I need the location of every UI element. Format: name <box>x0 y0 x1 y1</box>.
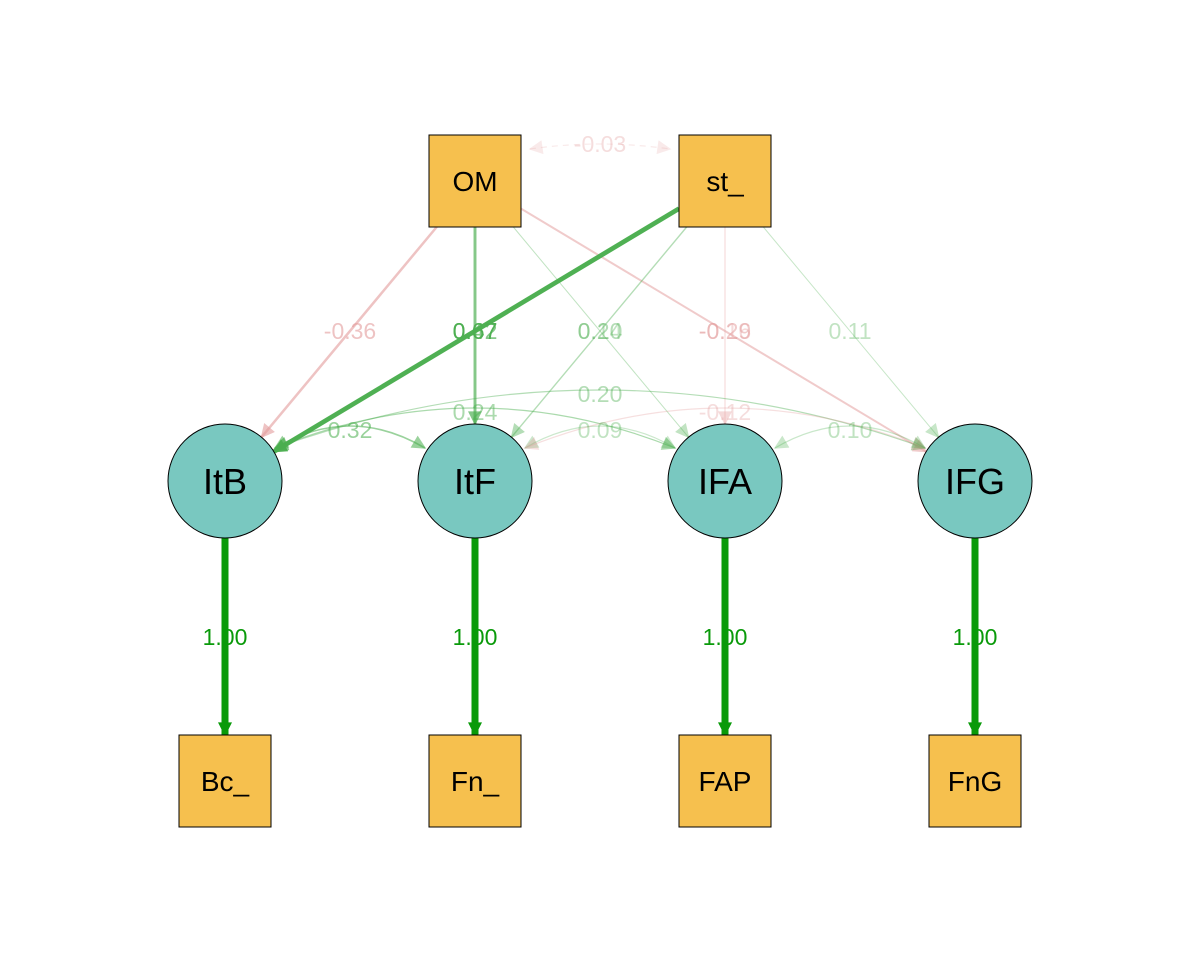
edge-label-st_ifg: 0.11 <box>828 318 871 344</box>
edge-labels-layer: -0.36 0.42 0.14 -0.29 0.67 0.20 -0.16 0.11 1.00 1… <box>203 131 998 650</box>
edge-label-itb_itf: 0.32 <box>328 417 373 443</box>
edge-label-om_itb: -0.36 <box>324 318 376 344</box>
node-fap-box <box>678 734 772 828</box>
node-ifg-circle <box>917 423 1033 539</box>
edges-layer <box>218 140 982 739</box>
node-fn[interactable]: Fn_ <box>428 734 522 828</box>
edge-label-ifg_fng: 1.00 <box>953 624 998 650</box>
node-fng-label: FnG <box>948 766 1002 797</box>
edge-label-itf_fn: 1.00 <box>453 624 498 650</box>
node-bc-box <box>178 734 272 828</box>
edge-label-itb_ifa: 0.24 <box>453 399 498 425</box>
node-fap[interactable]: FAP <box>678 734 772 828</box>
nodes-layer: OM st_ ItB ItF IFA IFG Bc_ <box>167 134 1033 828</box>
edge-label-om_ifa: 0.14 <box>578 318 623 344</box>
edge-st_ifg <box>762 226 940 439</box>
node-om-box <box>428 134 522 228</box>
node-itf-circle <box>417 423 533 539</box>
node-fng[interactable]: FnG <box>928 734 1022 828</box>
node-st[interactable]: st_ <box>678 134 772 228</box>
edge-label-ifa_fap: 1.00 <box>703 624 748 650</box>
edge-label-st_itb: 0.67 <box>453 318 498 344</box>
node-om-label: OM <box>452 166 497 197</box>
edge-label-om_st: -0.03 <box>574 131 626 157</box>
edge-itb_ifg <box>273 389 927 451</box>
edge-label-itf_ifg: -0.12 <box>699 399 751 425</box>
edge-st_itb <box>272 206 681 454</box>
node-fap-label: FAP <box>699 766 752 797</box>
node-fn-label: Fn_ <box>451 766 500 797</box>
node-itf-label: ItF <box>454 461 496 502</box>
node-st-label: st_ <box>706 166 744 197</box>
edge-label-itb_bc: 1.00 <box>203 624 248 650</box>
node-itb-circle <box>167 423 283 539</box>
edge-om_itb <box>260 226 438 439</box>
node-st-box <box>678 134 772 228</box>
node-fng-box <box>928 734 1022 828</box>
edge-ifa_ifg <box>773 425 927 449</box>
edge-label-st_itf: 0.20 <box>578 318 623 344</box>
edge-label-itb_ifg: 0.20 <box>578 381 623 407</box>
node-ifa-label: IFA <box>698 461 752 502</box>
edge-itb_ifa <box>273 407 677 450</box>
edge-itf_ifg <box>523 407 927 450</box>
edge-label-st_ifa: -0.16 <box>699 318 751 344</box>
node-bc-label: Bc_ <box>201 766 250 797</box>
node-ifa[interactable]: IFA <box>667 423 783 539</box>
node-itb-label: ItB <box>203 461 247 502</box>
node-ifa-circle <box>667 423 783 539</box>
node-ifg-label: IFG <box>945 461 1005 502</box>
edge-label-om_itf: 0.42 <box>453 318 498 344</box>
node-itb[interactable]: ItB <box>167 423 283 539</box>
node-bc[interactable]: Bc_ <box>178 734 272 828</box>
edge-om_ifa <box>512 226 690 439</box>
edge-label-ifa_ifg: 0.10 <box>828 417 873 443</box>
edge-label-om_ifg: -0.29 <box>699 318 751 344</box>
node-ifg[interactable]: IFG <box>917 423 1033 539</box>
node-fn-box <box>428 734 522 828</box>
node-itf[interactable]: ItF <box>417 423 533 539</box>
edge-om_st <box>528 140 672 155</box>
edge-om_ifg <box>520 207 928 453</box>
edge-label-itf_ifa: 0.09 <box>578 417 623 443</box>
node-om[interactable]: OM <box>428 134 522 228</box>
edge-st_itf <box>510 226 688 439</box>
